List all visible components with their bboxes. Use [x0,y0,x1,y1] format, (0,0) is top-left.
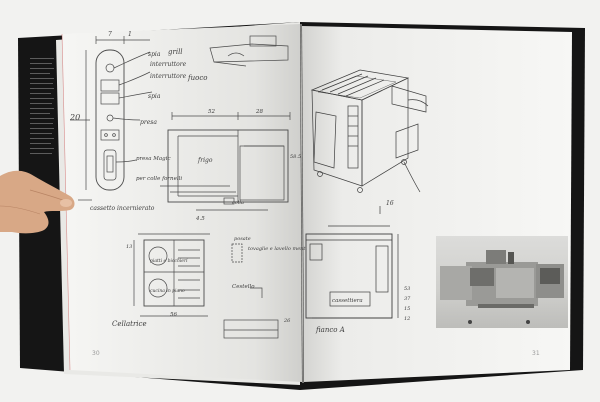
label-posate: posate [234,236,251,242]
reader-hand [0,170,75,234]
dim-56: 56 [170,312,177,318]
dim-16: 16 [386,200,394,207]
label-per-colle: per colle fornelli [136,176,182,182]
label-interruttore-2: interruttore [150,73,187,80]
dim-7: 7 [108,31,112,38]
left-page [62,24,302,382]
label-colla: colla [232,200,244,206]
unit-elevation-sketch [167,129,289,203]
dim-37: 37 [404,296,411,302]
right-page-number: 31 [532,350,540,357]
dim-12: 12 [404,316,410,322]
dim-45: 4.5 [195,216,205,222]
right-handwriting: 16 53 37 15 12 cassettiera fianco A [315,200,411,334]
label-piatti: piatti e bicchieri [150,258,188,264]
product-photo [436,236,568,328]
dim-13: 13 [126,244,132,250]
dim-58: 58.5 [290,154,301,160]
label-spia-2: spia [148,93,161,100]
dim-53: 53 [404,286,410,292]
right-sketch [305,69,429,319]
label-spia: spia [148,51,161,58]
label-fuoco: fuoco [187,74,207,82]
label-cestello: Cestello [232,284,255,290]
axon-side [361,77,409,187]
left-handwriting: spia grill interruttore interruttore fuo… [69,31,307,328]
label-presa: presa [140,119,157,126]
label-cucina: cucina in piano [150,288,185,294]
label-presa-magic: presa Magic [136,156,171,162]
label-interruttore-1: interruttore [150,61,187,68]
dim-20: 20 [69,113,80,122]
label-grill: grill [168,48,183,56]
axon-door [313,111,337,169]
label-frigo: frigo [197,157,213,164]
gutter-line [300,23,304,384]
dim-1: 1 [128,31,132,38]
label-fianco: fianco A [315,326,345,334]
dim-28: 28 [255,109,263,115]
label-cassetto: cassetto incernierato [90,205,155,212]
dim-26: 26 [283,318,291,324]
label-cassettiera: cassettiera [332,298,363,304]
left-sketch [70,35,291,339]
dim-15: 15 [404,306,410,312]
label-cellatrice: Cellatrice [112,320,147,328]
left-page-number: 30 [92,350,100,357]
dim-52: 52 [208,109,215,115]
control-panel-sketch [95,49,125,191]
label-tovaglie: tovaglie e lavello ment. [248,246,307,252]
left-text-column [30,58,54,154]
